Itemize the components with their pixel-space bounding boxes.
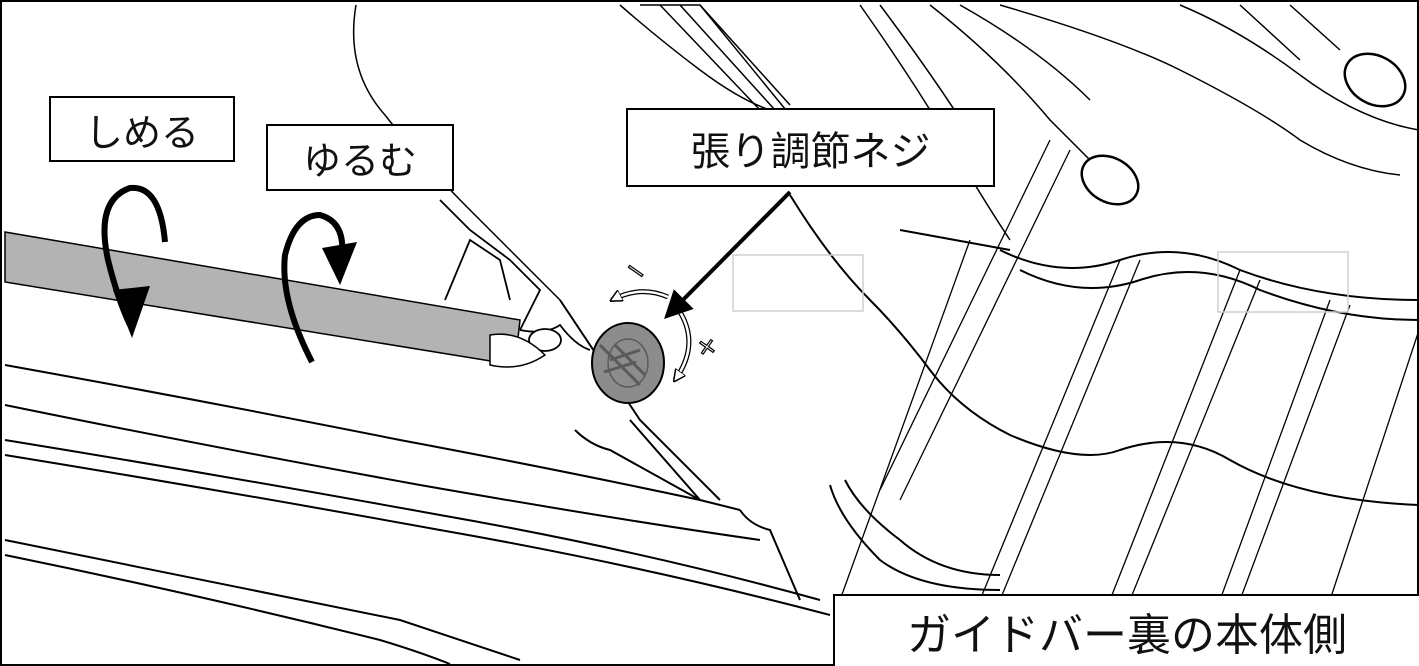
screwdriver bbox=[4, 231, 547, 368]
tighten-arrowhead bbox=[113, 286, 150, 338]
cover-ribs bbox=[640, 4, 1419, 241]
tension-screw-label: 張り調節ネジ bbox=[626, 108, 995, 187]
plus-symbol: + bbox=[689, 328, 724, 365]
ghost-rect-1 bbox=[732, 254, 864, 312]
body-edge bbox=[789, 194, 1419, 506]
loosen-arrowhead bbox=[322, 242, 357, 285]
body-slats bbox=[839, 139, 1419, 601]
tension-screw-head bbox=[591, 322, 665, 404]
minus-symbol: − bbox=[618, 253, 653, 290]
loosen-rotation-arrow bbox=[281, 211, 346, 364]
mount-holes bbox=[1080, 52, 1407, 206]
guide-bar-frame bbox=[4, 299, 1001, 665]
ghost-rect-2 bbox=[1217, 251, 1349, 313]
loosen-label: ゆるむ bbox=[266, 124, 454, 191]
callout-arc-top bbox=[619, 4, 771, 111]
minus-arrow bbox=[612, 292, 669, 300]
tighten-label: しめる bbox=[49, 96, 235, 162]
tension-bracket bbox=[439, 199, 591, 352]
body-side-label: ガイドバー裏の本体側 bbox=[833, 594, 1419, 666]
screw-pointer-arrow bbox=[664, 190, 792, 319]
